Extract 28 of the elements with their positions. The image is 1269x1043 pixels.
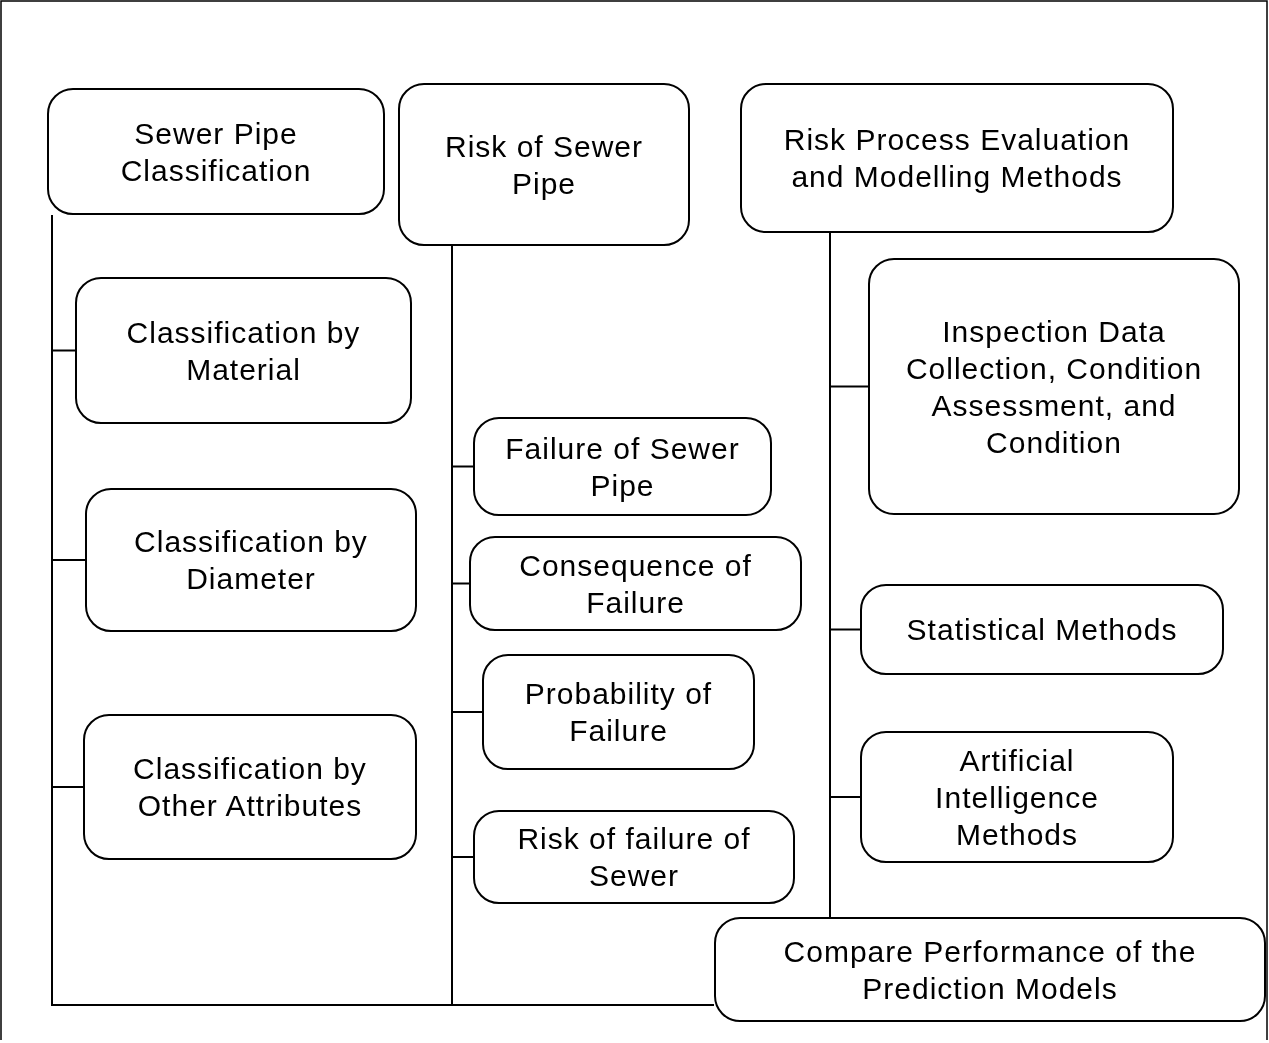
- box-label: Sewer Pipe Classification: [119, 115, 313, 189]
- box-label: Probability of Failure: [523, 676, 714, 749]
- process-box: [469, 536, 802, 631]
- process-box: [860, 584, 1224, 675]
- box-label: Inspection Data Collection, Condition Assessment, and Condition: [904, 313, 1204, 461]
- box-label: Classification by Other Attributes: [132, 751, 368, 824]
- process-box: [860, 731, 1174, 863]
- box-label: Risk Process Evaluation and Modelling Methods: [782, 122, 1132, 195]
- box-label: Statistical Methods: [906, 612, 1178, 648]
- box-label: Risk of Sewer Pipe: [443, 128, 645, 202]
- process-box: [473, 810, 795, 904]
- box-label: Compare Performance of the Prediction Models: [782, 933, 1198, 1007]
- box-label: Artificial Intelligence Methods: [934, 742, 1100, 853]
- process-box: [482, 654, 755, 770]
- process-box: [740, 83, 1174, 233]
- process-box: [85, 488, 417, 632]
- box-label: Failure of Sewer Pipe: [504, 430, 741, 504]
- process-box: [47, 88, 385, 215]
- process-box: [473, 417, 772, 516]
- process-box: [868, 258, 1240, 515]
- process-box: [75, 277, 412, 424]
- process-box: [398, 83, 690, 246]
- box-label: Consequence of Failure: [518, 547, 753, 621]
- process-box: [714, 917, 1266, 1022]
- process-box: [83, 714, 417, 860]
- box-label: Classification by Diameter: [133, 524, 369, 597]
- box-label: Classification by Material: [125, 314, 362, 388]
- box-label: Risk of failure of Sewer: [516, 821, 752, 894]
